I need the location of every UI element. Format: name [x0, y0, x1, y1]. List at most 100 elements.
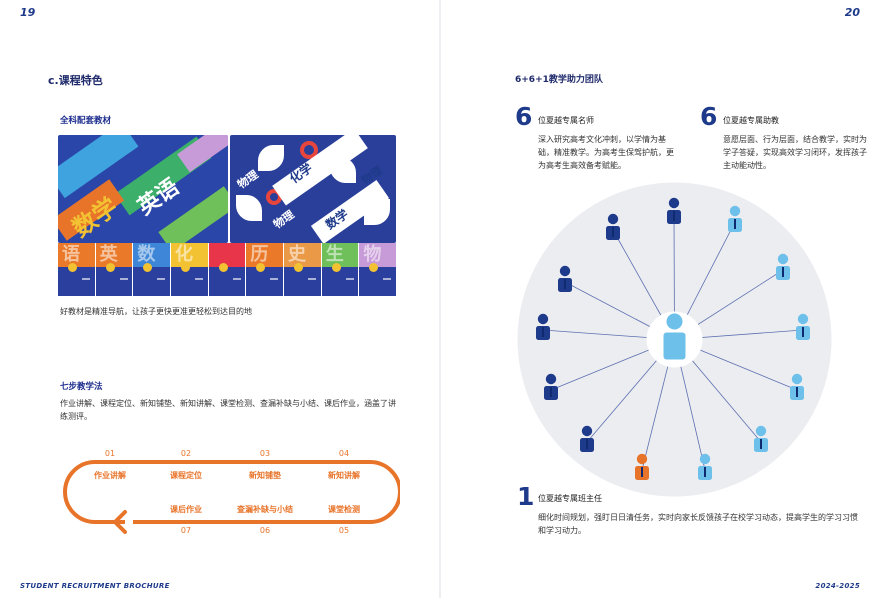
tile-word-physics-3: 物理 — [359, 164, 385, 188]
textbook-spine-bar — [345, 278, 354, 280]
textbook-spine-cover: 物 — [359, 243, 397, 267]
step-number-01: 01 — [104, 449, 116, 458]
person-tie — [673, 211, 675, 221]
textbook-spine-cover: 语 — [58, 243, 95, 267]
teachers-description: 深入研究高考文化冲刺，以学情为基础，精准教学。为高考生保驾护航，更为高考生高效备… — [538, 135, 674, 170]
teacher-person-icon — [558, 265, 572, 292]
textbook-spine-base — [58, 267, 95, 296]
person-tie — [612, 227, 614, 237]
person-head — [607, 213, 619, 225]
page-number-left: 19 — [20, 6, 36, 19]
tile-word-physics-2: 物理 — [271, 208, 297, 232]
textbook-spine-bar — [119, 278, 128, 280]
textbook-spine-bar — [270, 278, 279, 280]
step-label-03: 新知铺垫 — [249, 471, 281, 480]
textbook-spine-base — [95, 267, 133, 296]
person-head — [791, 373, 803, 385]
assistant-person-icon — [776, 253, 790, 280]
materials-caption: 好教材是精准导航，让孩子更快更准更轻松到达目的地 — [60, 307, 252, 316]
person-head — [777, 253, 789, 265]
assistants-role: 位夏越专属助教 — [723, 116, 779, 125]
heading-materials: 全科配套教材 — [60, 116, 112, 126]
textbook-spine-glyph: 语 — [62, 244, 80, 265]
footer-right: 2024-2025 — [815, 582, 860, 590]
textbook-spine-glyph: 生 — [325, 244, 344, 265]
teacher-person-icon — [667, 197, 681, 224]
collage-tile-language: 数学 英语 — [58, 135, 228, 243]
person-head — [545, 373, 557, 385]
textbook-spine-dot — [369, 263, 379, 272]
textbook-spine-glyph: 史 — [288, 244, 307, 265]
loop-arrowhead — [113, 510, 127, 534]
collage-tile-science: 化学 物理 物理 数学 物理 — [230, 135, 396, 243]
step-number-02: 02 — [180, 449, 192, 458]
textbook-spine-dot — [218, 263, 228, 272]
team-wheel — [517, 182, 832, 497]
textbook-spine: 物 — [359, 243, 397, 296]
left-page: 19 c.课程特色 全科配套教材 数学 英语 化学 物理 物理 数学 物理 — [0, 0, 439, 598]
step-label-01: 作业讲解 — [94, 471, 126, 480]
person-tie — [704, 467, 706, 477]
textbook-spine-bar — [82, 278, 90, 280]
textbook-spine-cover: 数 — [133, 243, 171, 267]
person-head — [729, 205, 741, 217]
textbook-spine-base — [246, 267, 284, 296]
textbook-spine-bar — [195, 278, 204, 280]
textbook-spine-bar — [308, 278, 317, 280]
person-body — [663, 332, 686, 360]
step-number-06: 06 — [259, 526, 271, 535]
textbook-spine-glyph: 化 — [175, 244, 194, 265]
step-number-03: 03 — [259, 449, 271, 458]
textbook-collage: 数学 英语 化学 物理 物理 数学 物理 — [58, 135, 396, 243]
textbook-spine-base — [133, 267, 171, 296]
textbook-spine-dot — [68, 263, 77, 272]
textbook-spine-bar — [232, 278, 241, 280]
assistant-person-icon — [728, 205, 742, 232]
person-head — [666, 313, 683, 330]
textbook-spine-bar — [383, 278, 392, 280]
textbook-spine — [208, 243, 246, 296]
teacher-person-icon — [580, 425, 594, 452]
person-tie — [782, 267, 784, 277]
textbook-strip: 语英数化 历史生物 — [58, 243, 397, 296]
head-teacher-role: 位夏越专属班主任 — [538, 494, 602, 503]
person-tie — [586, 439, 588, 449]
section-title-team: 6+6+1教学助力团队 — [515, 75, 603, 85]
person-tie — [542, 327, 544, 337]
step-label-05: 课堂检测 — [328, 505, 360, 514]
textbook-spine-glyph: 数 — [137, 244, 156, 265]
textbook-spine-dot — [143, 263, 153, 272]
step-number-07: 07 — [180, 526, 192, 535]
assistant-person-icon — [754, 425, 768, 452]
person-head — [797, 313, 809, 325]
method-description: 作业讲解、课程定位、新知铺垫、新知讲解、课堂检测、查漏补缺与小结、课后作业，涵盖… — [60, 399, 396, 421]
textbook-spine-bar — [157, 278, 166, 280]
textbook-spine: 语 — [58, 243, 95, 296]
textbook-spine: 生 — [321, 243, 359, 296]
textbook-spine-dot — [181, 263, 191, 272]
person-head — [668, 197, 680, 209]
textbook-spine-glyph: 历 — [250, 244, 269, 265]
textbook-spine-base — [208, 267, 246, 296]
textbook-spine: 英 — [95, 243, 133, 296]
person-tie — [550, 387, 552, 397]
person-head — [636, 453, 648, 465]
assistants-description: 意愿层面、行为层面，结合教学，实时为学子答疑，实现高效学习闭环，发挥孩子主动能动… — [723, 135, 867, 170]
textbook-spine: 史 — [284, 243, 321, 296]
footer-left: STUDENT RECRUITMENT BROCHURE — [20, 582, 170, 590]
head-teacher-count: 1 — [517, 482, 535, 511]
textbook-spine: 历 — [246, 243, 284, 296]
textbook-spine-cover: 史 — [284, 243, 321, 267]
textbook-spine-glyph: 物 — [363, 244, 382, 265]
textbook-spine-cover: 历 — [246, 243, 284, 267]
person-tie — [760, 439, 762, 449]
assistants-count: 6 — [700, 102, 718, 131]
step-label-07: 课后作业 — [170, 505, 202, 514]
person-tie — [564, 279, 566, 289]
loop-track — [63, 460, 400, 524]
heading-seven-step-method: 七步教学法 — [60, 382, 103, 392]
assistant-person-icon — [698, 453, 712, 480]
textbook-spine-cover: 化 — [171, 243, 208, 267]
student-person-icon — [663, 313, 686, 360]
page-spine — [439, 0, 441, 598]
